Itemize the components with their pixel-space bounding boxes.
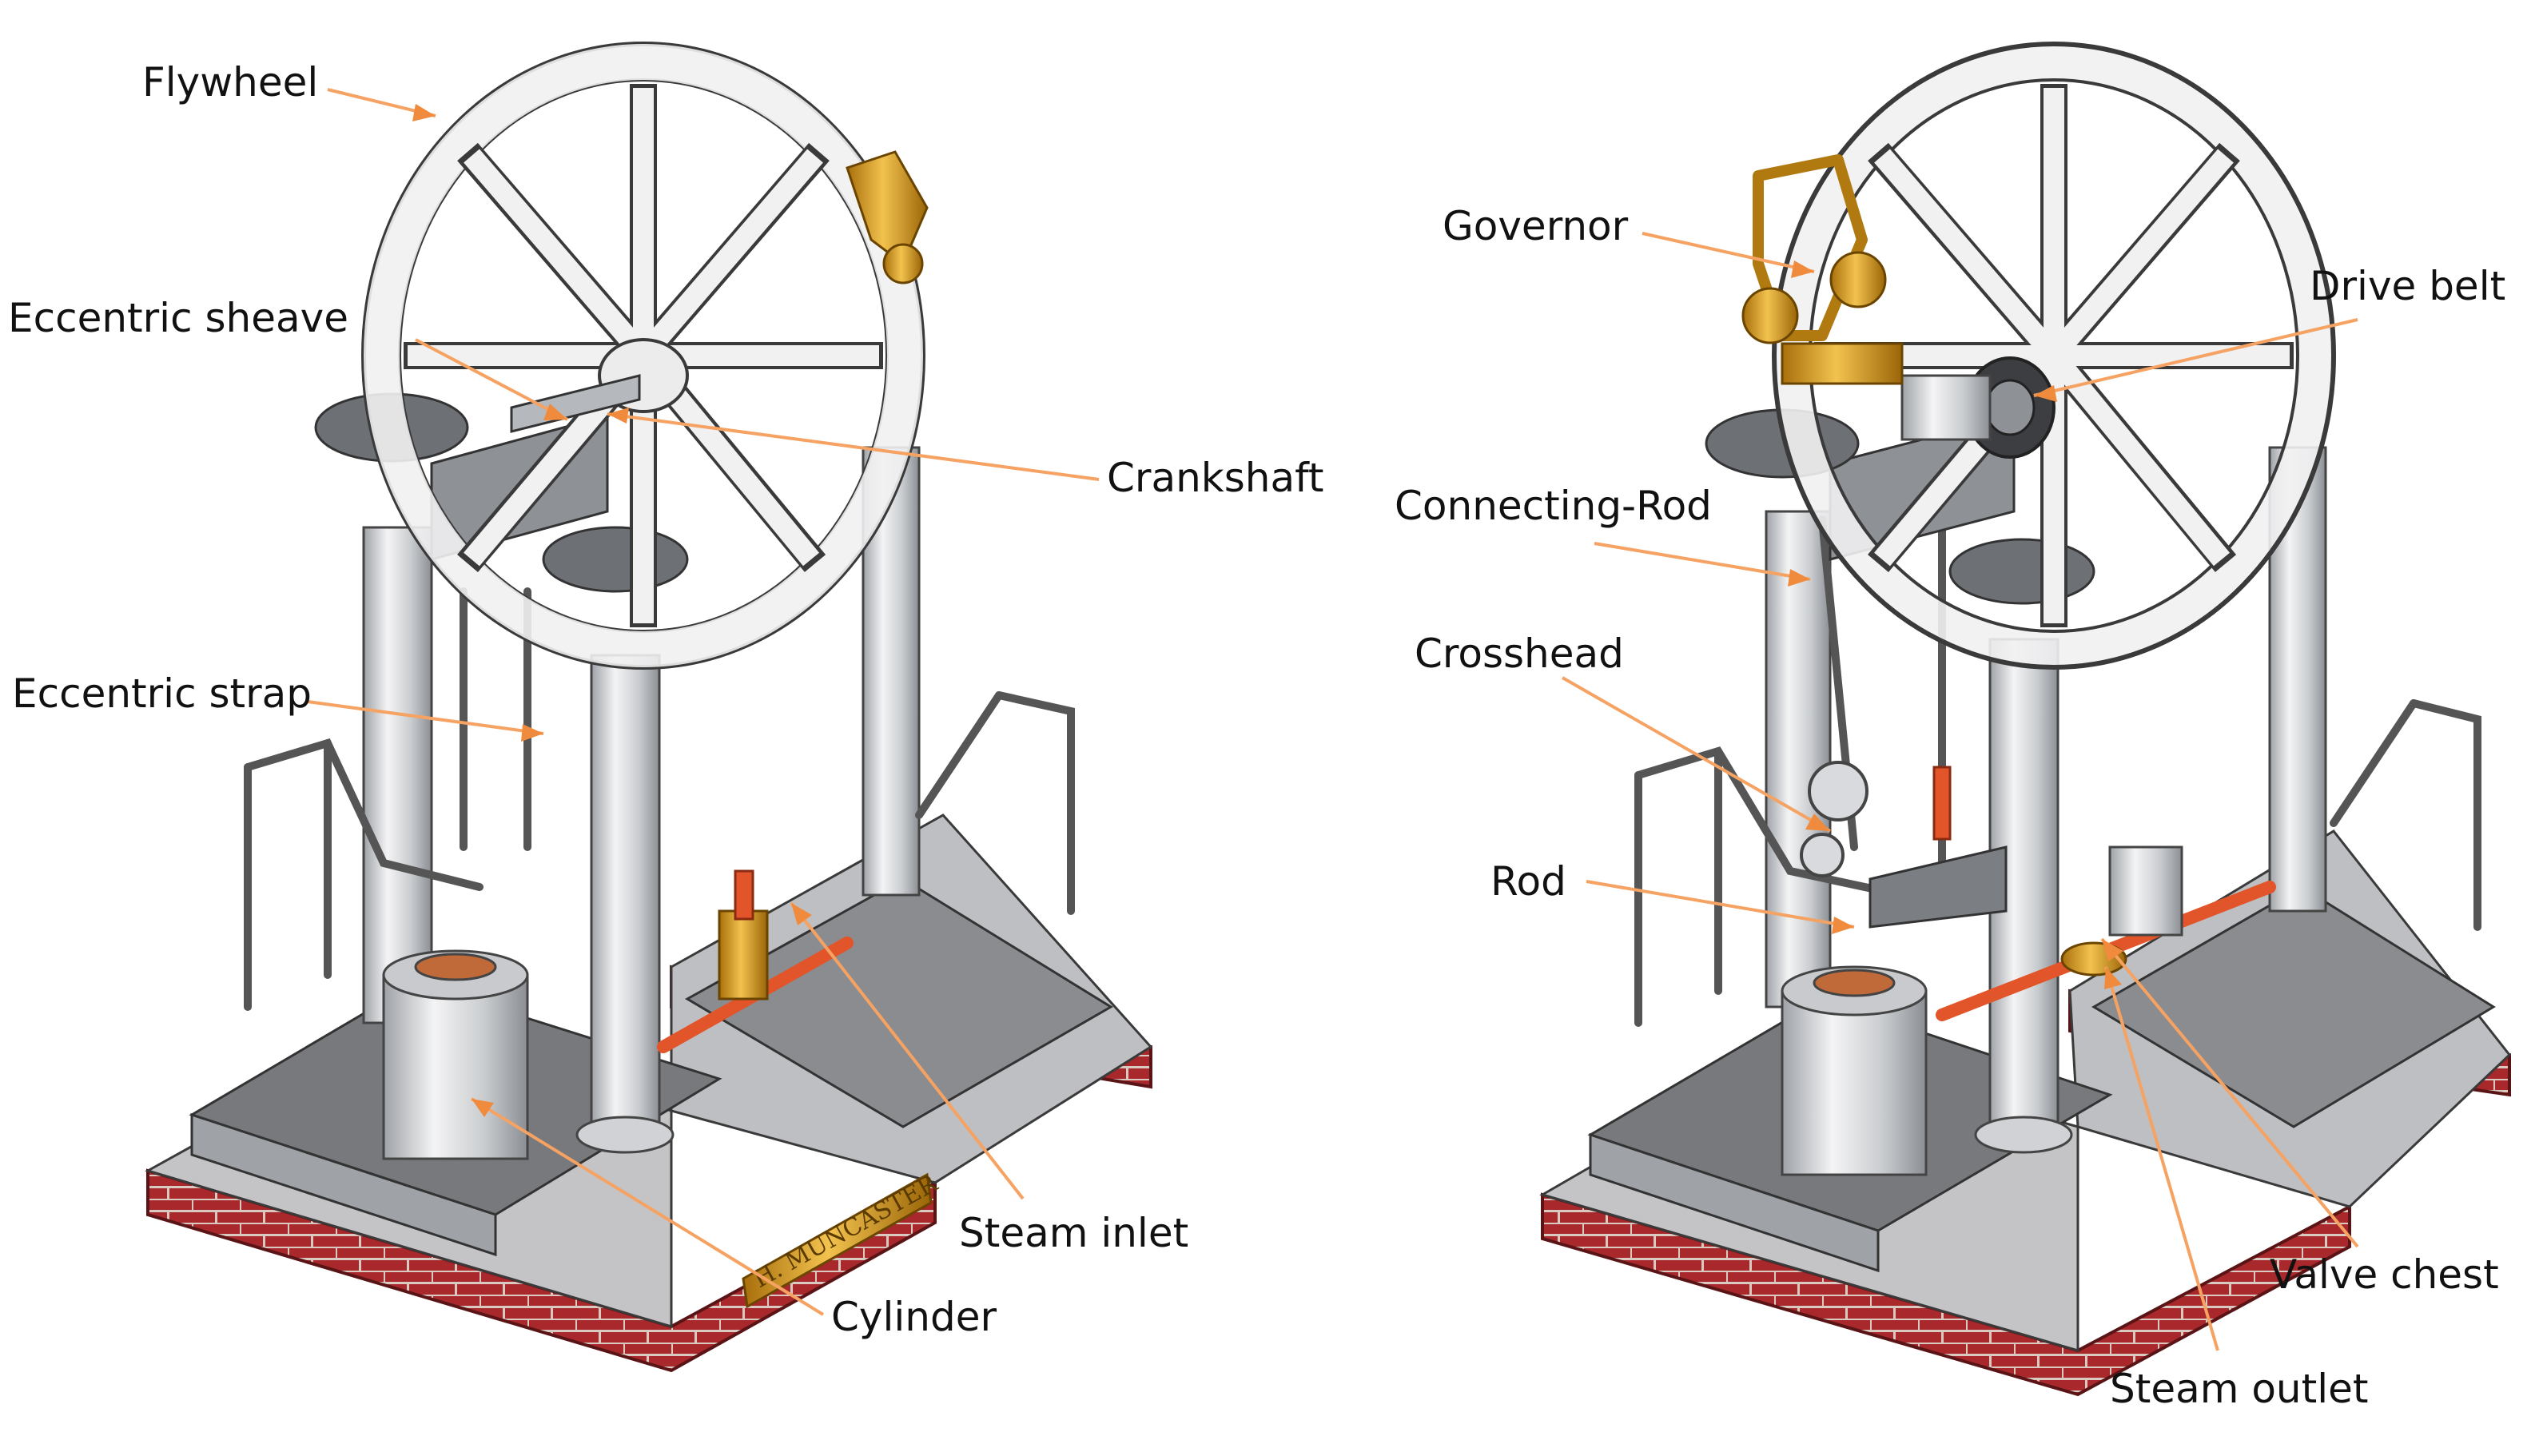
left-engine: H. MUNCASTER xyxy=(145,42,1153,1373)
left-bed-plates xyxy=(189,877,1113,1257)
label-flywheel: Flywheel xyxy=(142,59,318,105)
right-cylinder-body xyxy=(1781,965,1928,1176)
label-rod: Rod xyxy=(1490,858,1566,905)
label-eccentric-sheave: Eccentric sheave xyxy=(8,295,348,341)
right-bearing-disc-2 xyxy=(1948,538,2095,605)
left-nameplate: H. MUNCASTER xyxy=(742,1169,943,1309)
right-crosshead xyxy=(1800,761,2008,929)
right-governor xyxy=(1741,154,1904,385)
left-steam-pipe xyxy=(657,869,854,1053)
label-crosshead: Crosshead xyxy=(1415,631,1624,677)
leader-lines xyxy=(307,88,2359,1351)
label-cylinder: Cylinder xyxy=(831,1294,997,1340)
label-valve-chest: Valve chest xyxy=(2270,1251,2499,1298)
left-cylinder-body xyxy=(382,949,529,1160)
label-eccentric-strap: Eccentric strap xyxy=(12,670,312,717)
label-connecting-rod: Connecting-Rod xyxy=(1395,483,1712,529)
label-steam-outlet: Steam outlet xyxy=(2110,1366,2369,1412)
label-drive-belt: Drive belt xyxy=(2310,263,2505,309)
right-engine xyxy=(1539,42,2512,1397)
left-bearing-disc-2 xyxy=(542,526,689,593)
left-governor xyxy=(846,150,929,284)
right-valve-chest xyxy=(2108,845,2183,937)
label-crankshaft: Crankshaft xyxy=(1107,455,1323,501)
labels: Flywheel Eccentric sheave Crankshaft Ecc… xyxy=(8,59,2505,1412)
right-drive-belt-pulley xyxy=(1900,356,2056,459)
left-crankshaft-bar xyxy=(510,374,641,433)
label-governor: Governor xyxy=(1443,203,1629,249)
label-steam-inlet: Steam inlet xyxy=(959,1210,1188,1256)
left-linkage xyxy=(244,587,1075,1011)
